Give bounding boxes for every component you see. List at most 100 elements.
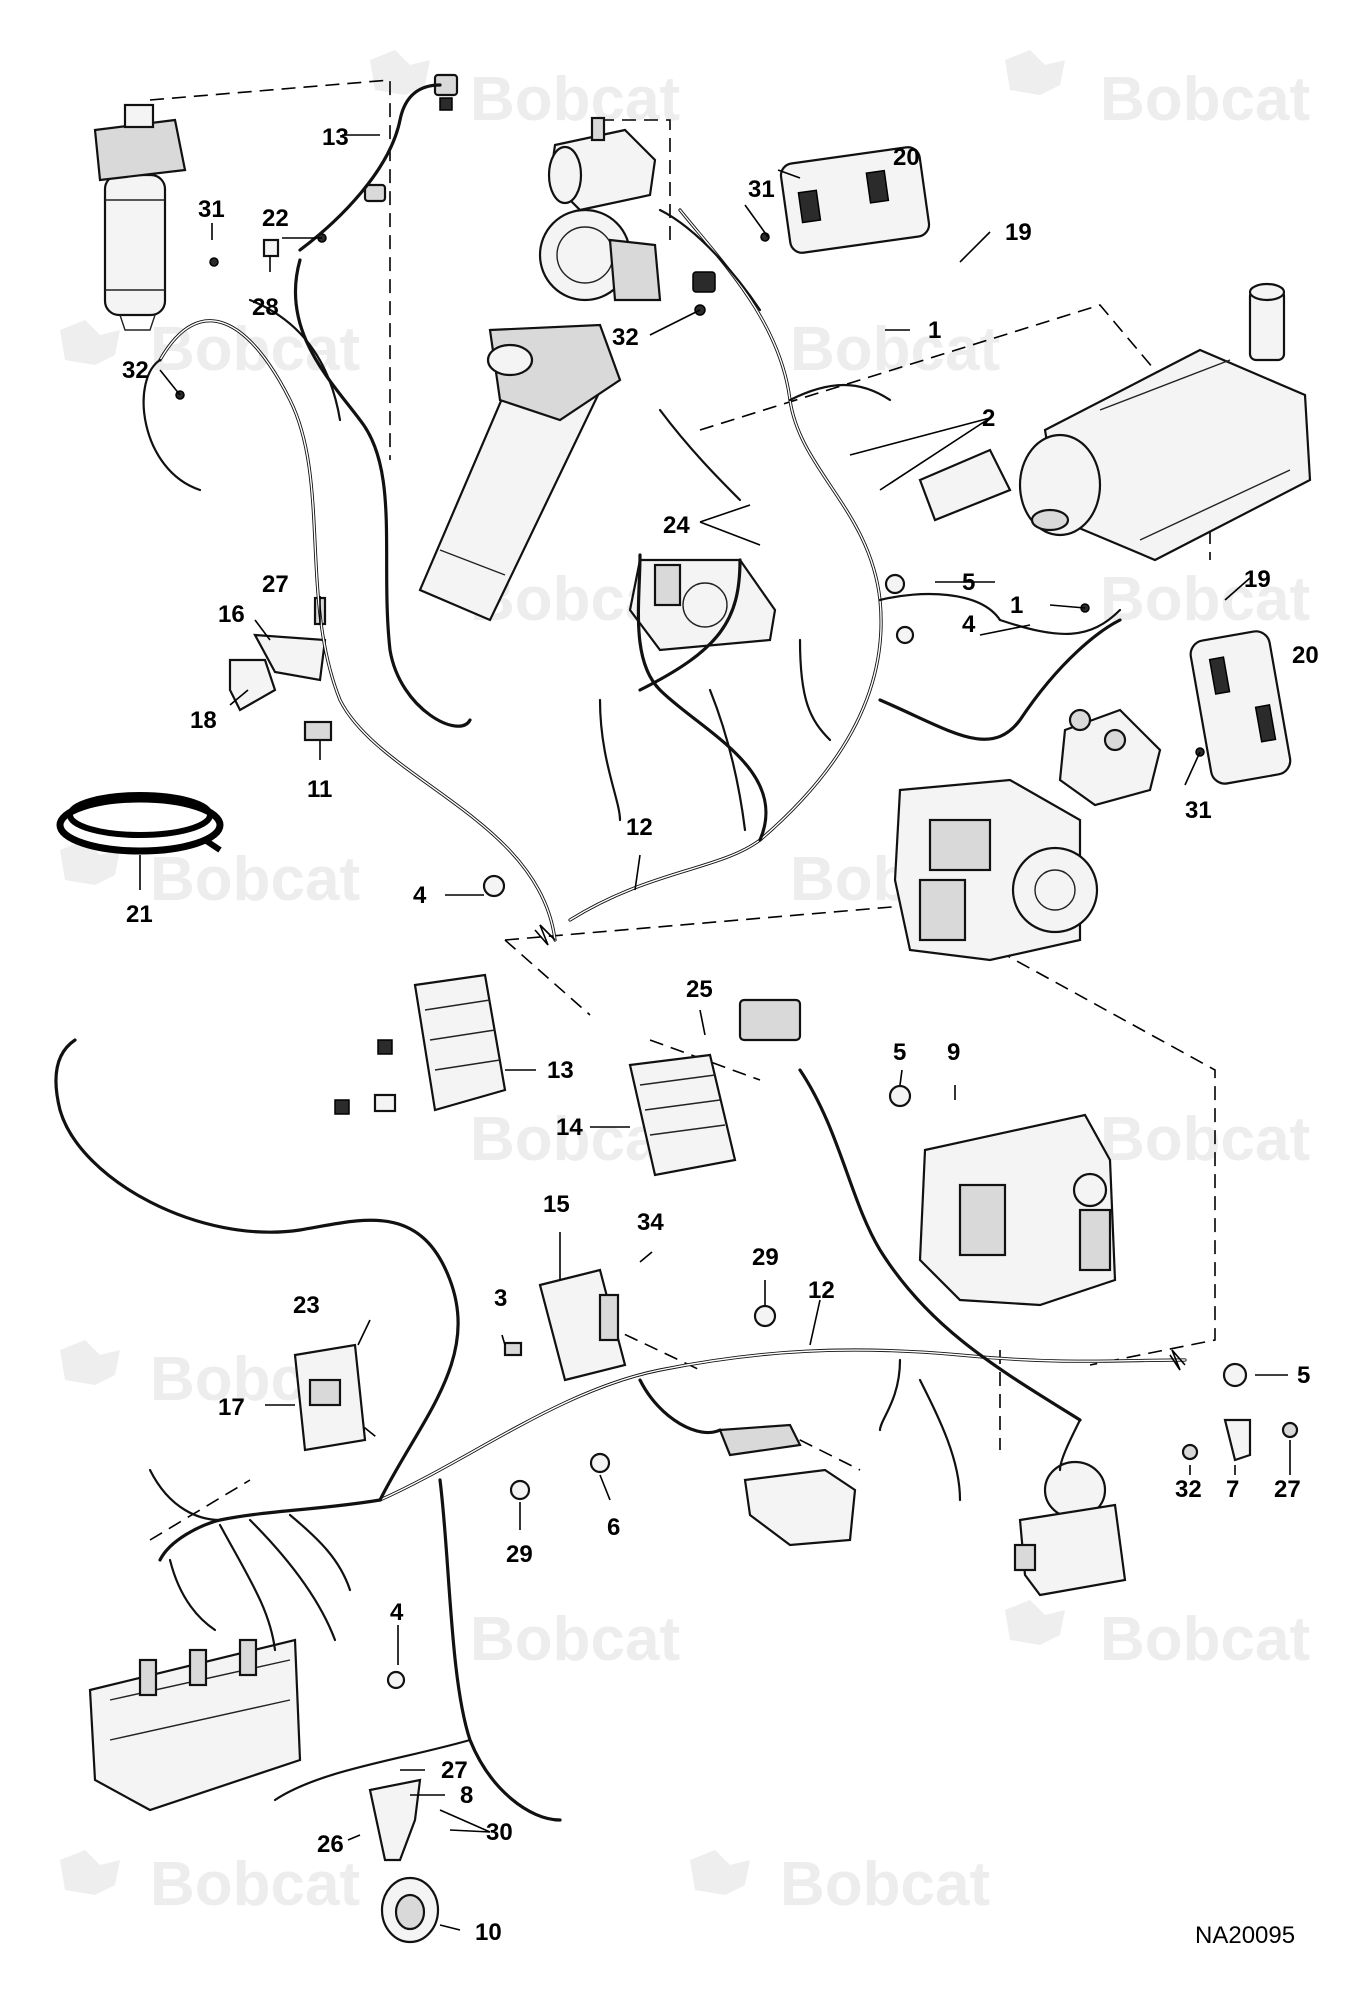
callout-10: 10 [475, 1919, 502, 1946]
dash-mid-top [600, 119, 671, 240]
bobcat-logo-icon [60, 320, 120, 365]
fuel-filter [93, 103, 187, 331]
callout-27-bottom: 27 [441, 1757, 468, 1784]
horn [368, 1778, 440, 1944]
callout-19-right: 19 [1244, 566, 1271, 593]
watermark-row4-left: Bobcat [60, 840, 360, 914]
harness-upper-right [636, 553, 768, 842]
ecu-15 [293, 1343, 367, 1452]
rear-light-top [779, 146, 931, 254]
watermark-text: Bobcat [150, 315, 360, 384]
callout-9: 9 [947, 1039, 960, 1066]
dash-module-13 [649, 1039, 761, 1081]
callout-25: 25 [686, 976, 713, 1003]
fuel-cartridge [418, 323, 622, 622]
bobcat-logo-icon [1005, 1600, 1065, 1645]
callout-28: 28 [252, 294, 279, 321]
module-14 [538, 1268, 627, 1382]
harness-lower-down [438, 1478, 562, 1822]
harness-lower-valve [158, 1498, 382, 1562]
callout-4-bottom: 4 [390, 1599, 404, 1626]
harness-lower-up [798, 1068, 1082, 1422]
drawing-code: NA20095 [1195, 1922, 1295, 1949]
watermark-text: Bobcat [150, 845, 360, 914]
bobcat-logo-icon [1005, 50, 1065, 95]
controller-module-13b [628, 998, 802, 1177]
pedal-assembly [718, 1423, 857, 1547]
parts [56, 73, 1312, 1944]
callout-27-top: 27 [262, 571, 289, 598]
callout-22: 22 [262, 205, 289, 232]
callout-1-top: 1 [928, 317, 941, 344]
callout-31-top: 31 [198, 196, 225, 223]
accumulator-valve [1013, 1460, 1127, 1597]
dash-upper-box [504, 904, 1216, 1366]
callout-20-right: 20 [1292, 642, 1319, 669]
intake-tube [547, 116, 657, 212]
callout-31-mid: 31 [748, 176, 775, 203]
callout-4-left: 4 [413, 882, 427, 909]
callout-29-bottom: 29 [506, 1541, 533, 1568]
muffler [918, 282, 1312, 562]
watermark-row2-left: Bobcat [60, 315, 360, 384]
watermark-top-left: Bobcat [370, 50, 680, 134]
callout-5-top: 5 [962, 569, 975, 596]
dash-fuel-filter [149, 79, 391, 460]
callout-21: 21 [126, 901, 153, 928]
callout-8: 13 [322, 124, 349, 151]
callout-27-right: 27 [1274, 1476, 1301, 1503]
rear-light-right [1189, 630, 1292, 785]
callout-5-mid: 5 [893, 1039, 906, 1066]
control-valve [88, 1638, 302, 1812]
callout-16: 16 [218, 601, 245, 628]
alternator [538, 208, 716, 302]
callout-7: 7 [1226, 1476, 1239, 1503]
dash-module-14 [604, 1324, 701, 1371]
hydrostatic-pump-lower [918, 1113, 1117, 1307]
leader-lines [139, 134, 1291, 1931]
harness-coil [56, 792, 224, 855]
valve-block-upper [1058, 708, 1162, 807]
watermark-row2-right: Bobcat [790, 315, 1000, 384]
callouts: 13 31 22 28 32 20 31 19 32 1 2 24 5 1 19… [122, 124, 1319, 1946]
dash-upper-box-left [504, 939, 591, 1016]
callout-12-bottom: 12 [808, 1277, 835, 1304]
watermark-text: Bobcat [150, 1850, 360, 1919]
watermark-row6-mid: Bobcat [470, 1605, 680, 1674]
callout-6: 6 [607, 1514, 620, 1541]
starter [628, 558, 777, 652]
callout-23: 23 [293, 1292, 320, 1319]
harness-upper-top [298, 83, 442, 252]
callout-15: 17 [218, 1394, 245, 1421]
watermark-text: Bobcat [780, 1850, 990, 1919]
watermark-text: Bobcat [470, 65, 680, 134]
clip-parts [175, 232, 1248, 1690]
callout-32-topleft: 32 [122, 357, 149, 384]
callout-2: 2 [982, 405, 995, 432]
harness-upper-mid [638, 558, 742, 692]
watermark-text: Bobcat [790, 315, 1000, 384]
bobcat-logo-icon [60, 1850, 120, 1895]
hydrostatic-pump-upper [893, 778, 1099, 962]
top-connectors [363, 73, 459, 203]
watermark-row6-right: Bobcat [1005, 1600, 1310, 1674]
watermark-text: Bobcat [1100, 565, 1310, 634]
callout-13-top: 13 [547, 1057, 574, 1084]
watermark-row5-right: Bobcat [1100, 1105, 1310, 1174]
callout-5-right: 5 [1297, 1362, 1310, 1389]
bracket-group-left [228, 596, 333, 742]
harness-lower-left [54, 1038, 460, 1502]
callout-24: 24 [663, 512, 690, 539]
callout-30: 30 [486, 1819, 513, 1846]
callout-20-top: 20 [893, 144, 920, 171]
watermark-row3-right: Bobcat [1100, 565, 1310, 634]
controller-module-13a [334, 973, 507, 1115]
callout-17: 8 [460, 1782, 473, 1809]
watermark-text: Bobcat [1100, 1105, 1310, 1174]
dash-hyd-rect [699, 304, 1181, 431]
callout-4-top: 4 [962, 611, 976, 638]
callout-12-top: 12 [626, 814, 653, 841]
callout-14: 15 [543, 1191, 570, 1218]
callout-13-bottom: 14 [556, 1114, 583, 1141]
bracket-7 [1181, 1418, 1299, 1462]
